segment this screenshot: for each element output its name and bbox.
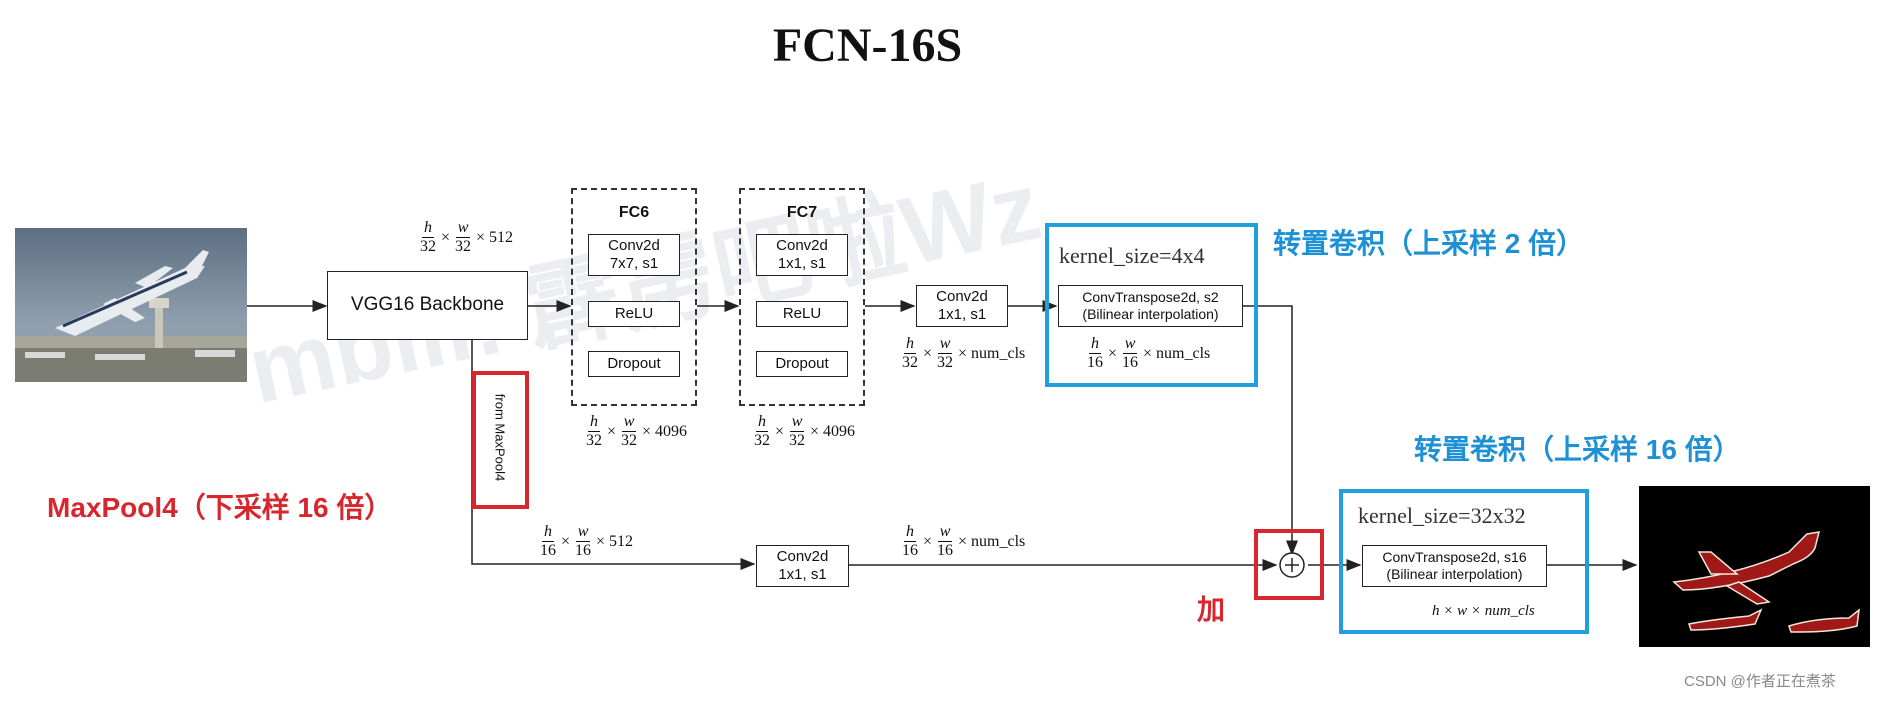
fc7-dropout-box: Dropout (756, 351, 848, 377)
fc6-relu-box: ReLU (588, 301, 680, 327)
fc7-group (739, 188, 865, 406)
dim-convt2-output: h × w × num_cls (1432, 603, 1535, 619)
kernel-size-32x32: kernel_size=32x32 (1358, 503, 1526, 528)
annotation-upsample-2x: 转置卷积（上采样 2 倍） (1273, 228, 1585, 259)
vgg16-backbone-label: VGG16 Backbone (350, 294, 505, 316)
input-airplane-image (15, 228, 247, 382)
fc7-label: FC7 (786, 204, 818, 221)
fc6-label: FC6 (618, 204, 650, 221)
annotation-upsample-16x: 转置卷积（上采样 16 倍） (1414, 434, 1741, 465)
line-convt1-to-add (1243, 305, 1298, 556)
output-segmentation-image (1639, 486, 1870, 647)
kernel-size-4x4: kernel_size=4x4 (1059, 243, 1205, 268)
convtranspose2d-s16-box: ConvTranspose2d, s16(Bilinear interpolat… (1362, 545, 1547, 587)
fc6-group (571, 188, 697, 406)
convtranspose-up16-highlight (1339, 489, 1589, 634)
diagram-title: FCN-16S (772, 19, 963, 72)
fc7-relu-box: ReLU (756, 301, 848, 327)
annotation-maxpool4-downsample-16x: MaxPool4（下采样 16 倍） (47, 492, 393, 523)
convtranspose-up2-highlight (1045, 223, 1258, 387)
convtranspose2d-s2-box: ConvTranspose2d, s2(Bilinear interpolati… (1058, 285, 1243, 327)
vgg16-backbone-box: VGG16 Backbone (327, 271, 528, 340)
csdn-attribution: CSDN @作者正在煮茶 (1684, 673, 1836, 690)
annotation-add: 加 (1197, 594, 1226, 625)
from-maxpool4-label: from MaxPool4 (492, 393, 508, 482)
fc6-dropout-box: Dropout (588, 351, 680, 377)
add-node-highlight (1254, 529, 1324, 600)
from-maxpool4-highlight (472, 371, 529, 509)
